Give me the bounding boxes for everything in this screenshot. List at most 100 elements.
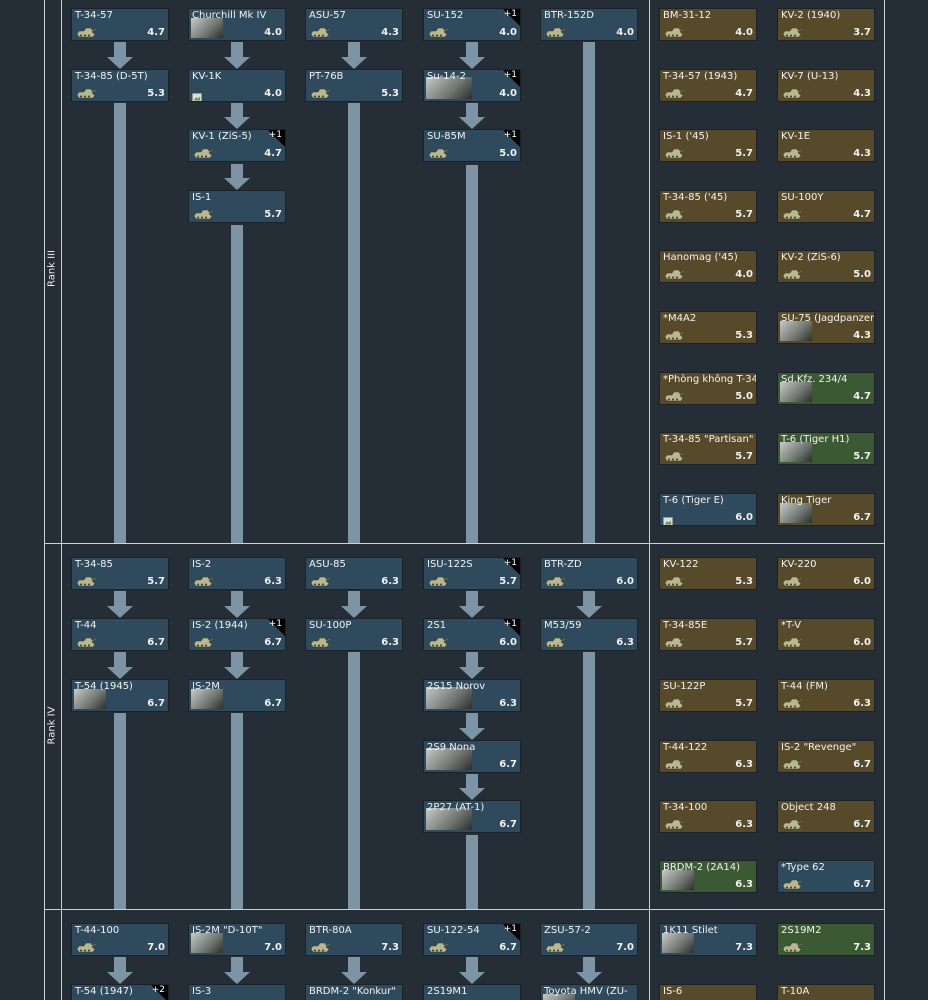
rank-separator xyxy=(44,909,885,910)
premium-divider xyxy=(649,0,650,1000)
vehicle-card[interactable]: IS-2M "D-10T"7.0 xyxy=(188,923,286,956)
tank-icon xyxy=(781,84,803,99)
photo-icon xyxy=(191,933,223,953)
vehicle-name: 2S19M1 xyxy=(427,986,468,997)
vehicle-card[interactable]: T-54 (1945)6.7 xyxy=(71,679,169,712)
vehicle-card[interactable]: IS-1 5.7 xyxy=(188,190,286,223)
tank-icon xyxy=(781,205,803,220)
vehicle-card[interactable]: T-34-85 (D-5T)5.3 xyxy=(71,69,169,102)
vehicle-card[interactable]: T-44 (FM)6.3 xyxy=(777,679,875,712)
vehicle-name: T-34-85 "Partisan" xyxy=(663,434,754,445)
vehicle-card[interactable]: KV-2 (1940)3.7 xyxy=(777,8,875,41)
vehicle-card[interactable]: T-6 (Tiger E)6.0 xyxy=(659,493,757,526)
vehicle-card[interactable]: 2S19M1 xyxy=(423,984,521,1000)
battle-rating: 5.7 xyxy=(264,209,282,220)
tank-icon xyxy=(427,633,449,648)
vehicle-name: M53/59 xyxy=(544,620,582,631)
vehicle-card[interactable]: T-34-85 ('45)5.7 xyxy=(659,190,757,223)
vehicle-card[interactable]: IS-3 xyxy=(188,984,286,1000)
battle-rating: 4.0 xyxy=(499,88,517,99)
battle-rating: 5.3 xyxy=(735,576,753,587)
vehicle-card[interactable]: BRDM-2 "Konkur" xyxy=(305,984,403,1000)
arrow-stem xyxy=(583,591,595,606)
photo-icon xyxy=(426,808,472,830)
vehicle-card[interactable]: T-34-85 "Partisan"5.7 xyxy=(659,432,757,465)
vehicle-name: KV-2 (ZiS-6) xyxy=(781,252,841,263)
rank-label-iv: Rank IV xyxy=(46,706,58,745)
vehicle-name: T-44-100 xyxy=(75,925,120,936)
battle-rating: 6.7 xyxy=(264,637,282,648)
vehicle-card[interactable]: 2P27 (AT-1)6.7 xyxy=(423,800,521,833)
vehicle-card[interactable]: IS-2 (1944)6.7+1 xyxy=(188,618,286,651)
battle-rating: 5.3 xyxy=(147,88,165,99)
photo-icon xyxy=(780,442,812,462)
vehicle-card[interactable]: IS-1 ('45)5.7 xyxy=(659,129,757,162)
vehicle-name: IS-1 xyxy=(192,192,212,203)
vehicle-card[interactable]: KV-7 (U-13)4.3 xyxy=(777,69,875,102)
vehicle-card[interactable]: BRDM-2 (2A14)6.3 xyxy=(659,860,757,893)
vehicle-name: Churchill Mk IV xyxy=(192,10,267,21)
vehicle-card[interactable]: KV-2 (ZiS-6)5.0 xyxy=(777,250,875,283)
vehicle-card[interactable]: T-6 (Tiger H1)5.7 xyxy=(777,432,875,465)
vehicle-card[interactable]: IS-2 "Revenge"6.7 xyxy=(777,740,875,773)
vehicle-card[interactable]: T-10A xyxy=(777,984,875,1000)
vehicle-card[interactable]: T-34-57 (1943)4.7 xyxy=(659,69,757,102)
vehicle-card[interactable]: Toyota HMV (ZU- xyxy=(540,984,638,1000)
vehicle-card[interactable]: IS-6 xyxy=(659,984,757,1000)
vehicle-name: BTR-ZD xyxy=(544,559,582,570)
vehicle-card[interactable]: KV-1 (ZiS-5)4.7+1 xyxy=(188,129,286,162)
vehicle-card[interactable]: T-54 (1947)+2 xyxy=(71,984,169,1000)
vehicle-card[interactable]: Hanomag ('45)4.0 xyxy=(659,250,757,283)
battle-rating: 6.3 xyxy=(853,698,871,709)
tank-icon xyxy=(75,572,97,587)
folder-count: +1 xyxy=(503,70,517,80)
arrow-down-icon xyxy=(224,57,250,69)
battle-rating: 4.0 xyxy=(735,269,753,280)
vehicle-name: T-34-85E xyxy=(663,620,708,631)
